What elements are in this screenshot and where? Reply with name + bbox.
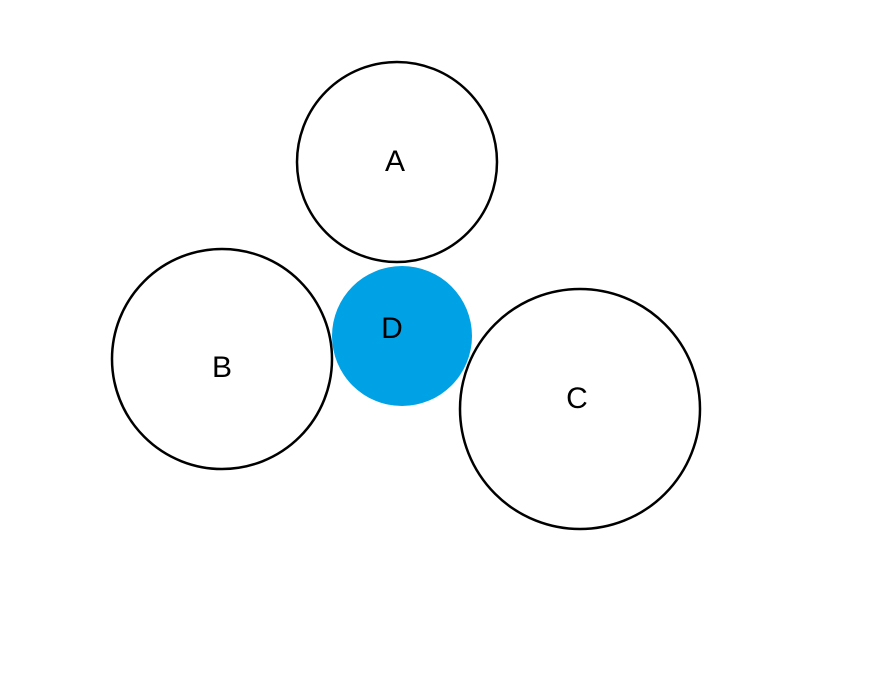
circle-d-group: D (332, 266, 472, 406)
circle-d-label: D (381, 312, 403, 345)
circle-d (332, 266, 472, 406)
circle-c (458, 287, 702, 531)
circle-a (295, 60, 499, 264)
circle-b-label: B (212, 351, 232, 384)
circle-a-label: A (385, 145, 405, 178)
circle-b (110, 247, 334, 471)
circle-c-group: C (458, 287, 702, 531)
circle-a-group: A (295, 60, 499, 264)
circle-c-label: C (566, 382, 588, 415)
circle-b-group: B (110, 247, 334, 471)
